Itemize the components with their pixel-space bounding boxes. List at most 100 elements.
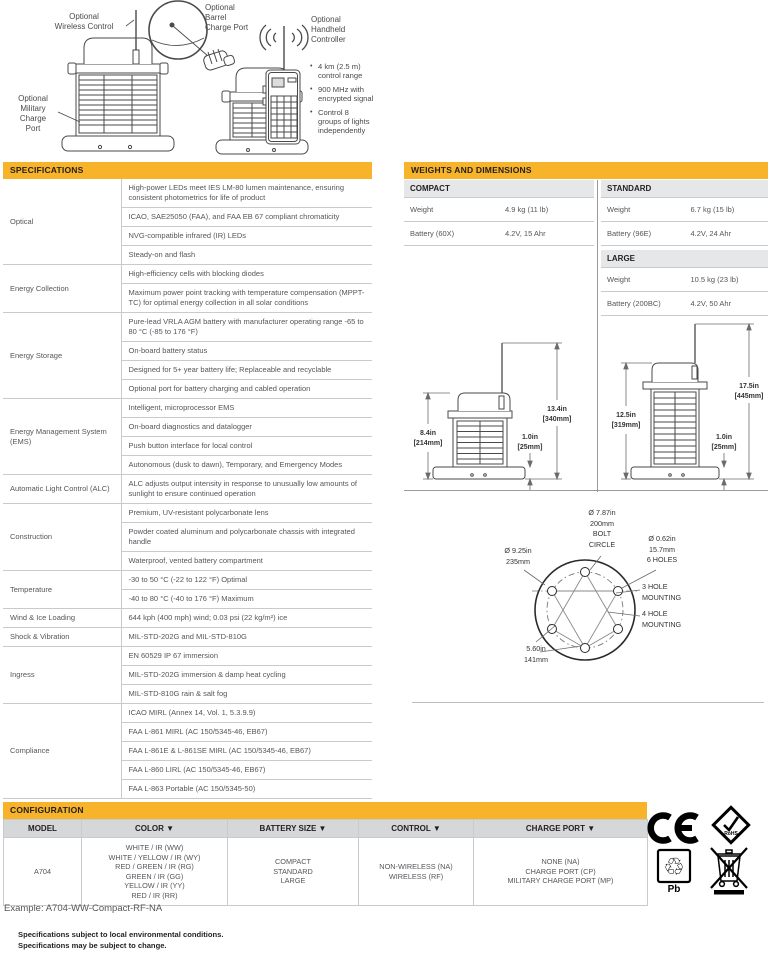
svg-text:[214mm]: [214mm] bbox=[414, 440, 443, 447]
product-illustrations: Optional Wireless Control Optional Barre… bbox=[0, 0, 400, 160]
weight-row: Battery (200BC)4.2V, 50 Ahr bbox=[601, 291, 768, 316]
disclaimer-line: Specifications may be subject to change. bbox=[18, 941, 167, 950]
spec-category: Construction bbox=[3, 503, 122, 571]
bolt-leader-lines bbox=[523, 555, 657, 653]
spec-row: Optical High-power LEDs meet IES LM-80 lu… bbox=[3, 179, 372, 265]
controller-bullet-text: 4 km (2.5 m) control range bbox=[318, 62, 363, 80]
spec-item: -40 to 80 °C (-40 to 176 °F) Maximum bbox=[121, 589, 372, 609]
spec-row: Energy Management System (EMS)Intelligen… bbox=[3, 398, 372, 475]
weight-value: 4.2V, 24 Ahr bbox=[684, 221, 768, 246]
column-divider bbox=[597, 180, 598, 492]
spec-category: Shock & Vibration bbox=[3, 627, 122, 647]
spec-row: FAA L-861E & L-861SE MIRL (AC 150/5345-4… bbox=[3, 741, 372, 761]
spec-row: ICAO, SAE25050 (FAA), and FAA EB 67 comp… bbox=[3, 207, 372, 227]
bolt-circle-label: Ø 7.87in 200mm BOLT CIRCLE bbox=[588, 508, 616, 549]
disclaimer-text: Specifications subject to local environm… bbox=[18, 929, 224, 951]
spec-category: Wind & Ice Loading bbox=[3, 608, 122, 628]
signal-waves-icon bbox=[259, 24, 309, 51]
weight-value: 4.9 kg (11 lb) bbox=[499, 197, 594, 222]
spec-row: Temperature-30 to 50 °C (-22 to 122 °F) … bbox=[3, 570, 372, 609]
hole-spacing-label: 5.60in 141mm bbox=[524, 644, 548, 664]
base-outline-circle bbox=[534, 559, 636, 661]
spec-item: Powder coated aluminum and polycarbonate… bbox=[121, 522, 372, 552]
standard-table-title: STANDARD bbox=[601, 180, 768, 198]
spec-row: Push button interface for local control bbox=[3, 436, 372, 456]
configuration-header: CONFIGURATION bbox=[3, 802, 647, 819]
spec-item: MIL-STD-810G rain & salt fog bbox=[121, 684, 372, 704]
bullet-icon: • bbox=[310, 63, 313, 70]
spec-item: EN 60529 IP 67 immersion bbox=[121, 646, 372, 666]
large-table-title: LARGE bbox=[601, 250, 768, 268]
weight-value: 10.5 kg (23 lb) bbox=[684, 267, 768, 292]
pb-recycle-icon: ♲ bbox=[656, 848, 692, 884]
specifications-header: SPECIFICATIONS bbox=[3, 162, 372, 179]
spec-item: Autonomous (dusk to dawn), Temporary, an… bbox=[121, 455, 372, 475]
spec-category: Automatic Light Control (ALC) bbox=[3, 474, 122, 504]
spec-row: FAA L-863 Portable (AC 150/5345-50) bbox=[3, 779, 372, 799]
controller-bullet: •Control 8 groups of lights independentl… bbox=[310, 108, 396, 135]
weight-row: Battery (96E)4.2V, 24 Ahr bbox=[601, 221, 768, 246]
lantern-large-body bbox=[75, 71, 161, 137]
spec-item: NVG-compatible infrared (IR) LEDs bbox=[121, 226, 372, 246]
spec-item: ICAO MIRL (Annex 14, Vol. 1, 5.3.9.9) bbox=[121, 703, 372, 723]
spec-item: MIL-STD-202G immersion & damp heat cycli… bbox=[121, 665, 372, 685]
barrel-connector-sketch bbox=[203, 48, 236, 71]
spec-item: Push button interface for local control bbox=[121, 436, 372, 456]
svg-text:[25mm]: [25mm] bbox=[712, 444, 737, 451]
spec-category: Compliance bbox=[3, 703, 122, 799]
four-hole-label: 4 HOLE MOUNTING bbox=[642, 609, 682, 629]
spec-item: Pure-lead VRLA AGM battery with manufact… bbox=[121, 312, 372, 342]
bolt-section-divider bbox=[412, 702, 764, 703]
standard-drawing bbox=[630, 324, 720, 480]
config-battery-size-cell: COMPACT STANDARD LARGE bbox=[227, 837, 359, 906]
weight-label: Battery (60X) bbox=[404, 221, 499, 246]
spec-item: FAA L-863 Portable (AC 150/5345-50) bbox=[121, 779, 372, 799]
callout-barrel-charge-port: Optional Barrel Charge Port bbox=[205, 3, 249, 32]
controller-bullet: • 4 km (2.5 m) control range bbox=[310, 62, 396, 80]
config-column-header-color: COLOR ▼ bbox=[81, 819, 228, 838]
rohs-text: RoHS bbox=[724, 831, 738, 837]
weight-label: Weight bbox=[601, 267, 685, 292]
spec-item: Optional port for battery charging and c… bbox=[121, 379, 372, 399]
spec-item: MIL-STD-202G and MIL-STD-810G bbox=[121, 627, 372, 647]
controller-bullet: •900 MHz with encrypted signal bbox=[310, 85, 396, 103]
weight-label: Battery (200BC) bbox=[601, 291, 685, 316]
product-sketches bbox=[57, 0, 309, 155]
spec-item: ICAO, SAE25050 (FAA), and FAA EB 67 comp… bbox=[121, 207, 372, 227]
svg-text:17.5in: 17.5in bbox=[739, 383, 759, 390]
spec-row: MIL-STD-810G rain & salt fog bbox=[3, 684, 372, 704]
spec-row: On-board battery status bbox=[3, 341, 372, 361]
four-hole-pattern bbox=[551, 571, 619, 649]
svg-text:12.5in: 12.5in bbox=[616, 412, 636, 419]
spec-item: On-board battery status bbox=[121, 341, 372, 361]
callout-military-charge-port: Optional Military Charge Port bbox=[18, 94, 48, 133]
svg-text:[319mm]: [319mm] bbox=[612, 422, 641, 429]
weight-label: Battery (96E) bbox=[601, 221, 685, 246]
spec-item: -30 to 50 °C (-22 to 122 °F) Optimal bbox=[121, 570, 372, 590]
svg-text:[25mm]: [25mm] bbox=[518, 444, 543, 451]
compact-drawing bbox=[432, 343, 526, 480]
spec-row: Waterproof, vented battery compartment bbox=[3, 551, 372, 571]
spec-category: Optical bbox=[3, 179, 122, 265]
mounting-holes bbox=[547, 567, 623, 653]
controller-feature-list: • 4 km (2.5 m) control range •900 MHz with… bbox=[310, 62, 396, 140]
spec-item: FAA L-861 MIRL (AC 150/5345-46, EB67) bbox=[121, 722, 372, 742]
svg-text:[445mm]: [445mm] bbox=[735, 393, 764, 400]
config-column-header-control: CONTROL ▼ bbox=[358, 819, 474, 838]
spec-category: Temperature bbox=[3, 570, 122, 609]
spec-item: High-power LEDs meet IES LM-80 lumen mai… bbox=[128, 183, 345, 202]
spec-item: 644 kph (400 mph) wind; 0.03 psi (22 kg/… bbox=[121, 608, 372, 628]
svg-text:13.4in: 13.4in bbox=[547, 406, 567, 413]
spec-row: Steady-on and flash bbox=[3, 245, 372, 265]
